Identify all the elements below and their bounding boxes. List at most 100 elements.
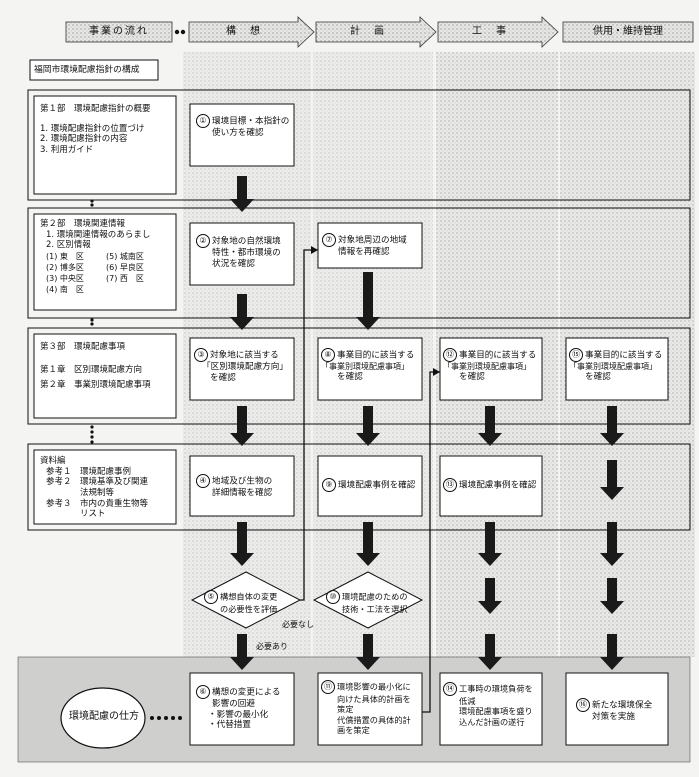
box-4-line-2: 詳細情報を確認 <box>212 488 273 498</box>
box-9-number: ⑨ <box>322 478 336 492</box>
box-8-line-3: を確認 <box>337 372 363 382</box>
box-12-line-3: を確認 <box>459 372 485 382</box>
section-4-item-5: リスト <box>46 509 106 520</box>
ward-7: (7) 西 区 <box>106 274 144 283</box>
box-8-number: ⑧ <box>321 348 335 362</box>
flow-arrow-1 <box>230 176 254 212</box>
ward-2: (2) 博多区 <box>46 263 84 272</box>
method-oval <box>60 687 146 749</box>
diamond-5-line-1: 構想自体の変更 <box>220 591 278 602</box>
box-14-line-1: 工事時の環境負荷を <box>459 683 533 694</box>
section-4-title: 資料編 <box>40 456 66 466</box>
header-flow-bg <box>65 21 173 43</box>
box-2-number: ② <box>196 234 210 248</box>
section-band-1 <box>27 89 691 201</box>
box-7-number: ⑦ <box>322 233 336 247</box>
diamond-10-number: ⑩ <box>326 590 340 604</box>
section-4: 資料編 参考１ 環境配慮事例 参考２ 環境基準及び関連 法規制等 参考３ 市内の… <box>40 456 174 520</box>
box-14-line-3: 環境配慮事項を盛り <box>459 706 533 717</box>
flow-arrow-7 <box>356 406 380 446</box>
box-2-line-1: 対象地の自然環境 <box>212 236 281 247</box>
box-4-number: ④ <box>196 474 210 488</box>
box-12-line-2: 「事業別環境配慮事項」 <box>443 362 531 371</box>
box-15-line-1: 事業目的に該当する <box>585 350 663 361</box>
diamond-10-line-1: 環境配慮のための <box>342 591 408 602</box>
section-band-3 <box>27 327 691 425</box>
guideline-title-box <box>29 59 159 81</box>
box-6-line-3: ・影響の最小化 <box>208 709 269 720</box>
flow-arrow-17 <box>600 578 624 614</box>
box-12-line-1: 事業目的に該当する <box>459 350 537 361</box>
box-3-line-2: 「区別環境配慮方向」 <box>202 362 288 372</box>
stage-kyouyou: 供用・維持管理 <box>593 26 663 37</box>
ward-6: (6) 早良区 <box>106 263 144 272</box>
box-12-number: ⑫ <box>443 348 457 362</box>
box-8-line-1: 事業目的に該当する <box>337 350 415 361</box>
flow-arrow-9 <box>356 634 380 670</box>
section-4-item-2: 参考２ 環境基準及び関連 <box>46 477 149 488</box>
box-1-line-1: 環境目標・本指針の <box>212 116 290 127</box>
box-15-number: ⑮ <box>569 348 583 362</box>
section-2-item-1: 1. 環境関連情報のあらまし <box>46 229 151 240</box>
flow-arrow-11 <box>478 522 502 566</box>
section-2-item-2: 2. 区別情報 <box>46 240 91 251</box>
box-14-line-2: 低減 <box>459 696 476 706</box>
box-14-line-4: 込んだ計画の遂行 <box>459 716 525 727</box>
flow-label: 事業の流れ <box>89 26 149 37</box>
box-8-line-2: 「事業別環境配慮事項」 <box>321 362 409 371</box>
section-4-item-4: 参考３ 市内の貴重生物等 <box>46 498 149 509</box>
header-arrow-kousou <box>188 16 315 48</box>
box-4-line-1: 地域及び生物の <box>212 476 273 487</box>
box-1-line-2: 使い方を確認 <box>212 128 264 138</box>
box-13-line-1: 環境配慮事例を確認 <box>459 480 537 491</box>
flow-arrow-5 <box>230 634 254 670</box>
box-6-line-2: 影響の回避 <box>212 699 255 709</box>
section-4-item-1: 参考１ 環境配慮事例 <box>46 466 132 477</box>
box-6-number: ⑥ <box>196 685 210 699</box>
section-3-item-1: 第１章 区別環境配慮方向 <box>40 364 143 375</box>
ward-3: (3) 中央区 <box>46 274 84 283</box>
header-arrow-keikaku <box>315 16 437 48</box>
method-label: 環境配慮の仕方 <box>69 711 139 722</box>
guideline-title: 福岡市環境配慮指針の構成 <box>34 65 140 75</box>
box-3-line-1: 対象地に該当する <box>210 350 279 361</box>
stage-kousou: 構 想 <box>226 26 262 37</box>
box-7-line-1: 対象地周辺の地域 <box>338 235 407 246</box>
box-11-number: ⑪ <box>321 680 335 694</box>
header-arrow-kouji <box>437 16 559 48</box>
section-3: 第３部 環境配慮事項 第１章 区別環境配慮方向 第２章 事業別環境配慮事項 <box>40 342 174 391</box>
box-16-number: ⑯ <box>576 698 590 712</box>
box-1-number: ① <box>196 114 210 128</box>
box-16-line-1: 新たな環境保全 <box>592 700 653 711</box>
flow-arrow-6 <box>356 272 380 330</box>
section-1-item-3: 3. 利用ガイド <box>40 144 94 155</box>
section-1-item-2: 2. 環境配慮指針の内容 <box>40 134 128 145</box>
section-3-title: 第３部 環境配慮事項 <box>40 342 126 352</box>
section-band-4 <box>27 443 691 531</box>
flow-arrow-13 <box>478 634 502 670</box>
box-2-line-2: 特性・都市環境の <box>212 248 281 258</box>
box-11-line-3: 策定 <box>337 704 354 715</box>
ward-5: (5) 城南区 <box>106 252 144 261</box>
flow-arrow-4 <box>230 522 254 566</box>
flow-arrow-2 <box>230 294 254 330</box>
box-6-line-1: 構想の変更による <box>212 687 281 698</box>
box-11-line-1: 環境影響の最小化に <box>337 681 411 692</box>
box-3-line-3: を確認 <box>210 372 236 383</box>
flow-arrow-14 <box>600 406 624 446</box>
box-15-line-3: を確認 <box>585 372 611 382</box>
section-1: 第１部 環境配慮指針の概要 1. 環境配慮指針の位置づけ 2. 環境配慮指針の内… <box>40 104 174 156</box>
